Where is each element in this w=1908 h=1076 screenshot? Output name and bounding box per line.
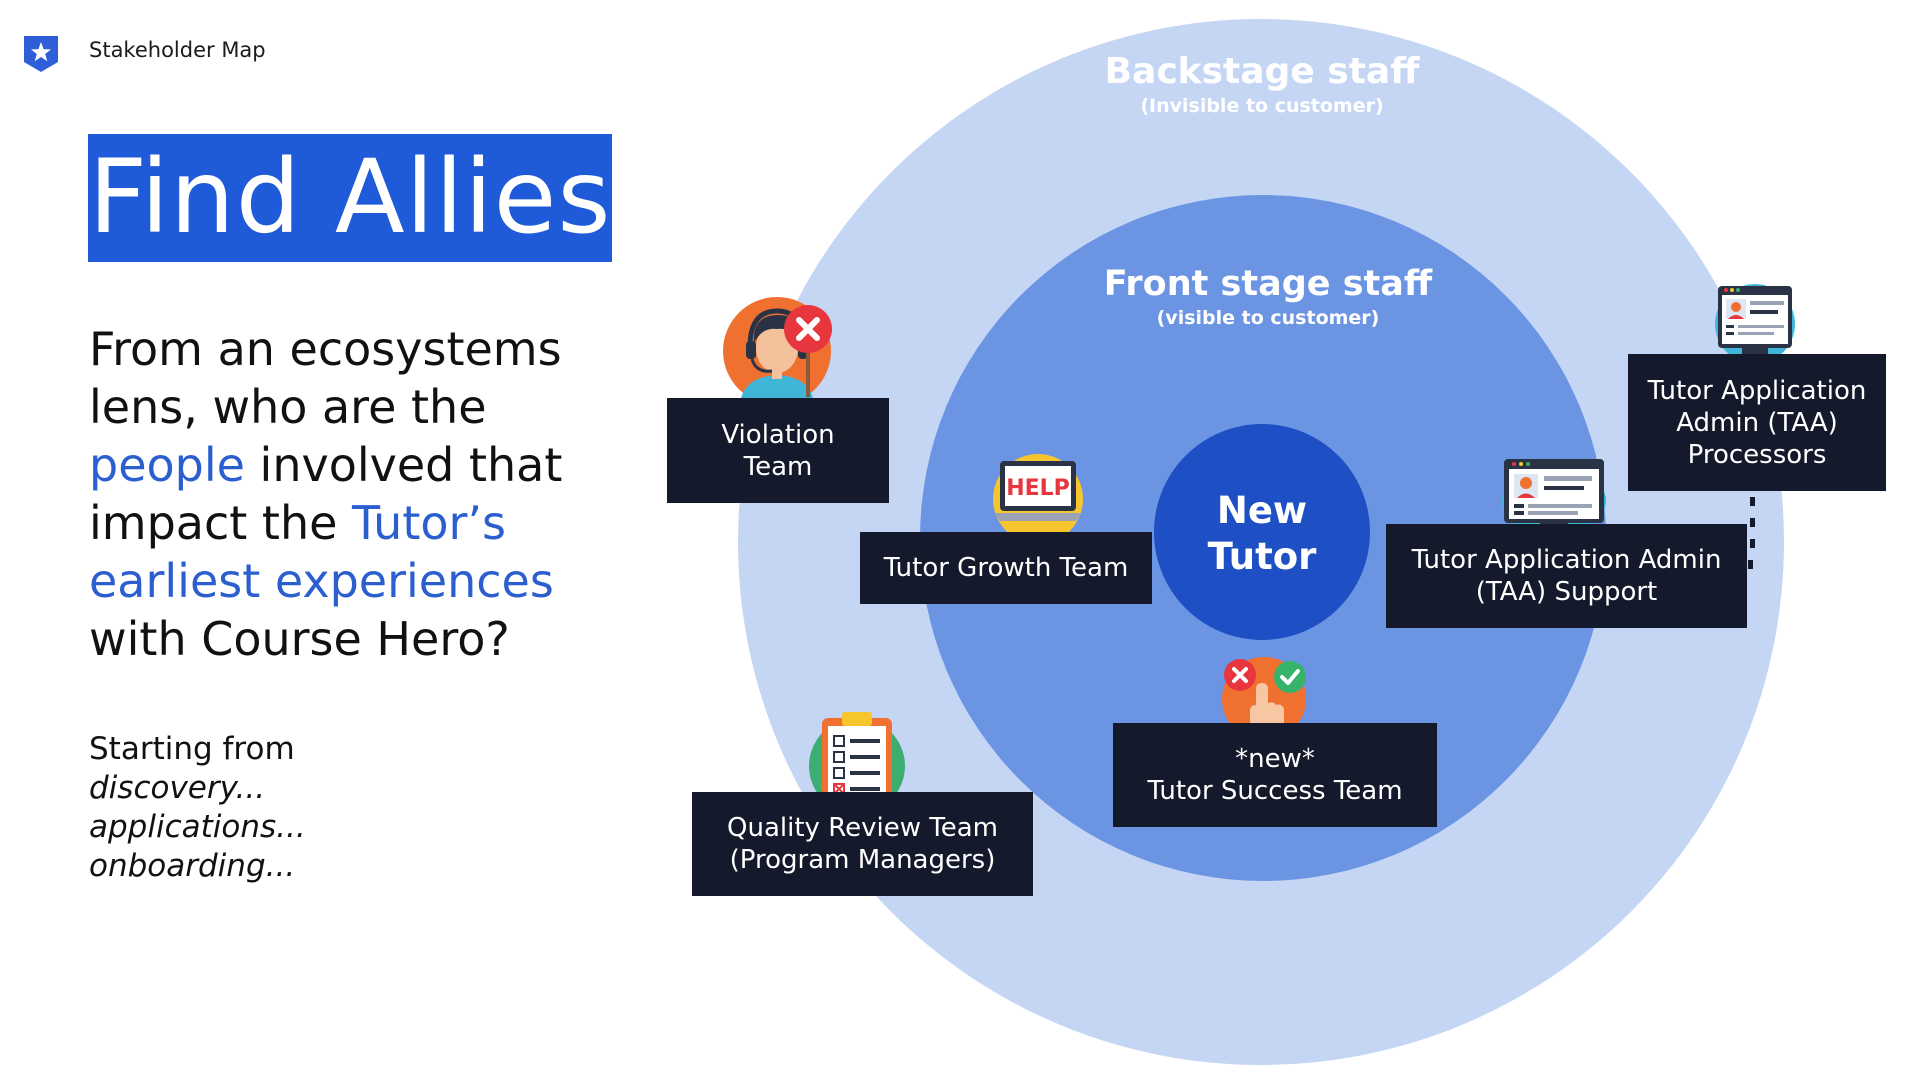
taa-support-line2: (TAA) Support [1475,577,1658,607]
quality-review-team-line2: (Program Managers) [729,845,996,875]
help-sign-text: HELP [1006,476,1070,501]
center-label-line2: Tutor [1208,535,1318,578]
starting-applications: applications... [89,809,306,845]
tutor-success-team-box: *new* Tutor Success Team [1113,723,1437,827]
taa-processors-box: Tutor Application Admin (TAA) Processors [1628,354,1886,491]
outer-ring-subtitle: (Invisible to customer) [1140,95,1383,117]
taa-processors-line1: Tutor Application [1647,375,1867,406]
tutor-success-team-line2: Tutor Success Team [1147,776,1403,806]
tutor-success-team-line1: *new* [1235,744,1315,774]
violation-team-box: Violation Team [667,398,889,503]
question-text: From an ecosystems lens, who are the peo… [89,320,599,668]
title-box: Find Allies [88,134,612,262]
help-laptop-icon: HELP [993,454,1083,544]
starting-discovery: discovery... [89,770,266,806]
tutor-growth-team-box: Tutor Growth Team [860,532,1152,604]
inner-ring-subtitle: (visible to customer) [1157,307,1380,329]
violation-team-line2: Team [743,451,813,482]
approve-reject-hand-icon [1222,657,1306,743]
center-label-line1: New [1217,489,1307,532]
inner-ring-title: Front stage staff [1104,264,1433,304]
profile-window-icon [1715,284,1795,364]
tutor-growth-team-label: Tutor Growth Team [883,553,1129,583]
header-label: Stakeholder Map [89,38,266,62]
starting-list: Starting from discovery... applications.… [89,730,489,886]
starting-heading: Starting from [89,731,295,767]
outer-ring-title: Backstage staff [1105,51,1421,92]
dotted-connector [1748,497,1755,569]
page-title: Find Allies [88,138,612,257]
taa-support-box: Tutor Application Admin (TAA) Support [1386,524,1747,628]
question-part-3: with Course Hero? [89,612,510,666]
starting-onboarding: onboarding... [89,848,296,884]
question-part-1: From an ecosystems lens, who are the [89,322,562,434]
quality-review-team-box: Quality Review Team (Program Managers) [692,792,1033,896]
center-circle [1154,424,1370,640]
taa-support-line1: Tutor Application Admin [1411,545,1722,575]
taa-processors-line2: Admin (TAA) [1676,407,1838,438]
question-highlight-people: people [89,438,245,492]
question-part-2: involved that impact the [89,438,563,550]
violation-team-line1: Violation [721,419,835,450]
quality-review-team-line1: Quality Review Team [727,813,998,843]
question-highlight-experiences: Tutor’s earliest experiences [89,496,554,608]
checklist-clipboard-icon [809,712,905,814]
support-agent-icon [723,297,832,405]
course-hero-logo-icon [24,36,58,72]
taa-processors-line3: Processors [1687,439,1827,470]
